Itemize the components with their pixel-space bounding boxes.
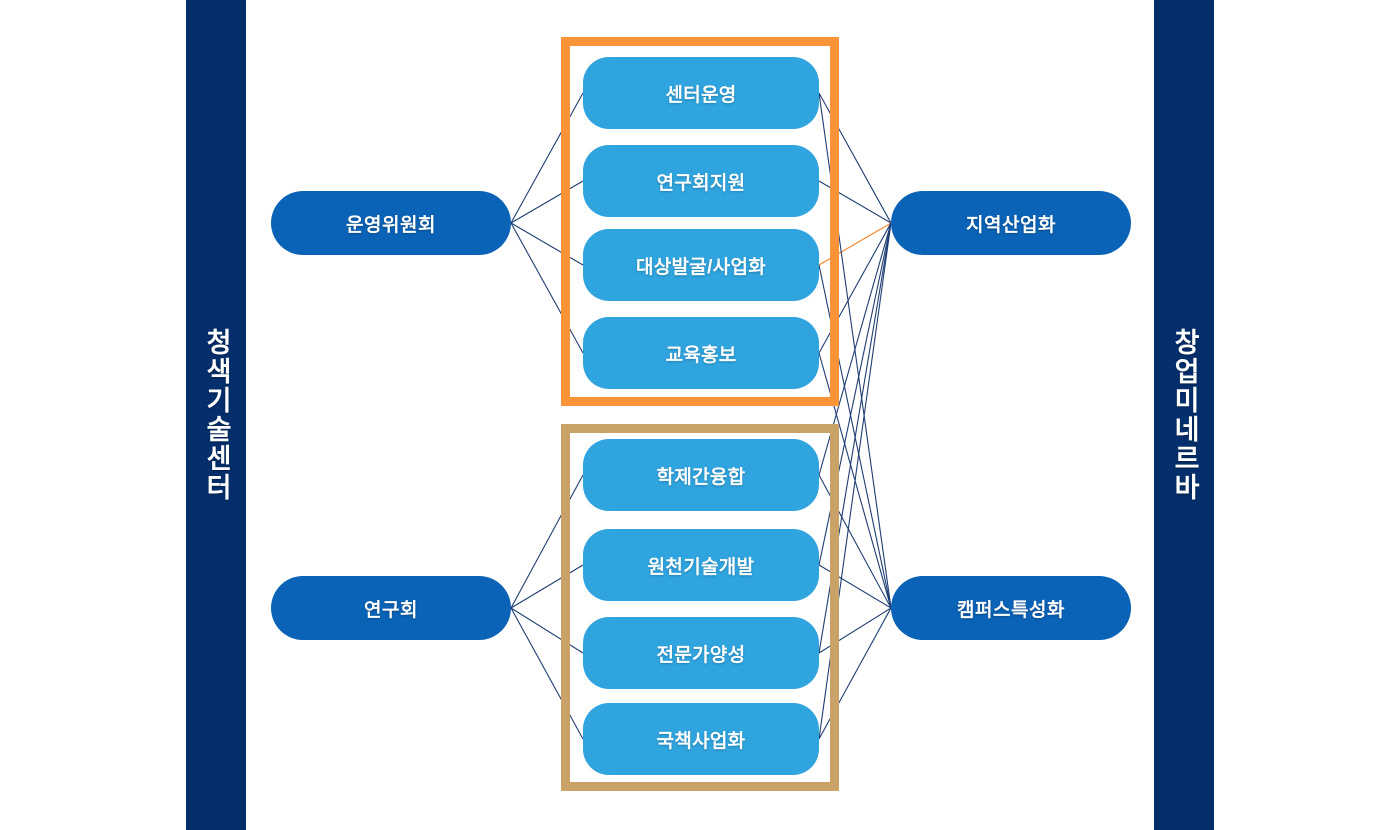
group-frame-top (561, 37, 839, 406)
node-bottom-item-1[interactable]: 원천기술개발 (583, 529, 819, 601)
sidebar-right: 창업미네르바 (1154, 0, 1214, 830)
node-top-item-3[interactable]: 교육홍보 (583, 317, 819, 389)
node-top-item-0[interactable]: 센터운영 (583, 57, 819, 129)
node-top-item-1[interactable]: 연구회지원 (583, 145, 819, 217)
sidebar-left: 청색기술센터 (186, 0, 246, 830)
node-top-item-2[interactable]: 대상발굴/사업화 (583, 229, 819, 301)
node-bottom-item-0[interactable]: 학제간융합 (583, 439, 819, 511)
node-campus-specialization[interactable]: 캠퍼스특성화 (891, 576, 1131, 640)
node-bottom-item-3[interactable]: 국책사업화 (583, 703, 819, 775)
node-bottom-item-2[interactable]: 전문가양성 (583, 617, 819, 689)
group-frame-bottom (561, 424, 839, 791)
node-regional-industrialization[interactable]: 지역산업화 (891, 191, 1131, 255)
node-research-council[interactable]: 연구회 (271, 576, 511, 640)
sidebar-right-label: 창업미네르바 (1169, 328, 1200, 502)
node-steering-committee[interactable]: 운영위원회 (271, 191, 511, 255)
sidebar-left-label: 청색기술센터 (201, 328, 232, 502)
